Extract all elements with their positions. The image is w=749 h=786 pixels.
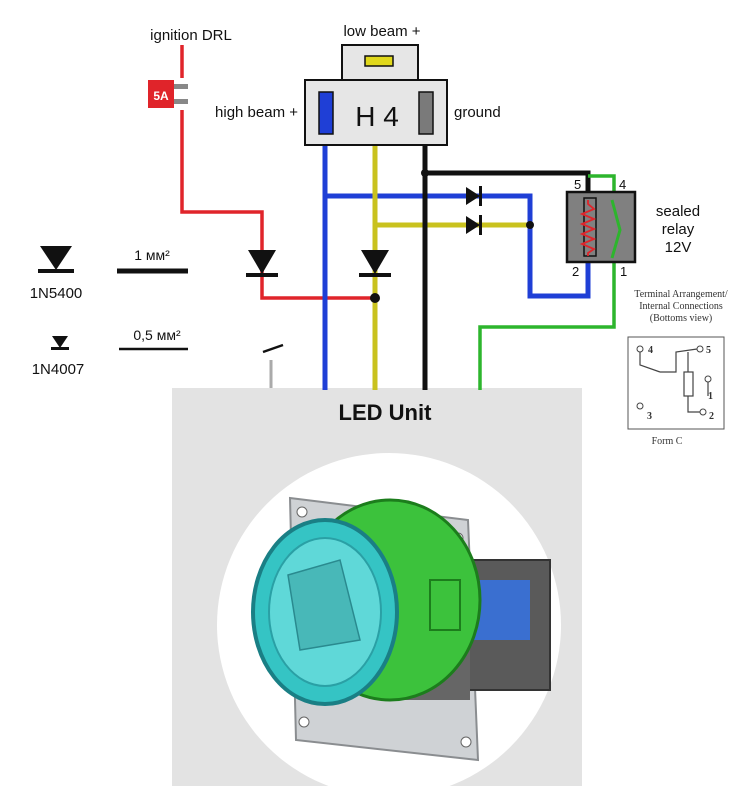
ignition-label: ignition DRL bbox=[150, 27, 232, 44]
legend-wire-thick-label: 1 мм² bbox=[134, 247, 170, 263]
legend-diode-big-icon bbox=[38, 246, 74, 273]
spec-pin3: 3 bbox=[647, 411, 652, 422]
led-unit-title: LED Unit bbox=[339, 400, 433, 425]
junction-dot bbox=[526, 221, 534, 229]
low-beam-label: low beam + bbox=[343, 23, 420, 40]
h4-connector: H 4 bbox=[304, 44, 448, 146]
legend-diode-small-icon bbox=[51, 336, 69, 350]
diode-yellow-relay-icon bbox=[466, 215, 482, 235]
legend-diode-big-label: 1N5400 bbox=[30, 285, 83, 302]
projector-image bbox=[251, 496, 551, 762]
green-wire bbox=[478, 174, 616, 390]
diode-blue-relay-icon bbox=[466, 186, 482, 206]
relay-label-3: 12V bbox=[665, 239, 692, 256]
diode-red-icon bbox=[246, 250, 278, 277]
relay-label-1: sealed bbox=[656, 203, 700, 220]
spec-pin2: 2 bbox=[709, 411, 714, 422]
ground-label: ground bbox=[454, 104, 501, 121]
spec-form: Form C bbox=[652, 436, 683, 447]
spec-title-2: Internal Connections bbox=[639, 301, 723, 312]
relay-label-2: relay bbox=[662, 221, 695, 238]
relay-pin5: 5 bbox=[574, 177, 581, 192]
h4-label: H 4 bbox=[355, 101, 399, 132]
junction-dot bbox=[421, 169, 429, 177]
legend-diode-small-label: 1N4007 bbox=[32, 361, 85, 378]
spec-pin4: 4 bbox=[648, 345, 653, 356]
yellow-wire bbox=[372, 140, 530, 390]
switch-lever bbox=[262, 343, 284, 354]
junction-dot bbox=[370, 293, 380, 303]
spec-pin5: 5 bbox=[706, 345, 711, 356]
spec-pin1: 1 bbox=[708, 391, 713, 402]
relay-pin2: 2 bbox=[572, 264, 579, 279]
spec-title-1: Terminal Arrangement/ bbox=[634, 289, 728, 300]
red-wire bbox=[180, 45, 375, 300]
fuse-body bbox=[148, 80, 174, 108]
high-beam-label: high beam + bbox=[215, 104, 298, 121]
relay-spec-diagram bbox=[627, 336, 725, 430]
relay bbox=[565, 190, 637, 264]
legend-wire-thin-label: 0,5 мм² bbox=[133, 327, 181, 343]
spec-title-3: (Bottoms view) bbox=[650, 313, 713, 324]
blue-wire bbox=[322, 140, 591, 390]
diode-yellow-icon bbox=[359, 250, 391, 277]
relay-pin1: 1 bbox=[620, 264, 627, 279]
fuse-label: 5A bbox=[153, 89, 169, 103]
black-wire bbox=[422, 140, 591, 390]
relay-pin4: 4 bbox=[619, 177, 626, 192]
